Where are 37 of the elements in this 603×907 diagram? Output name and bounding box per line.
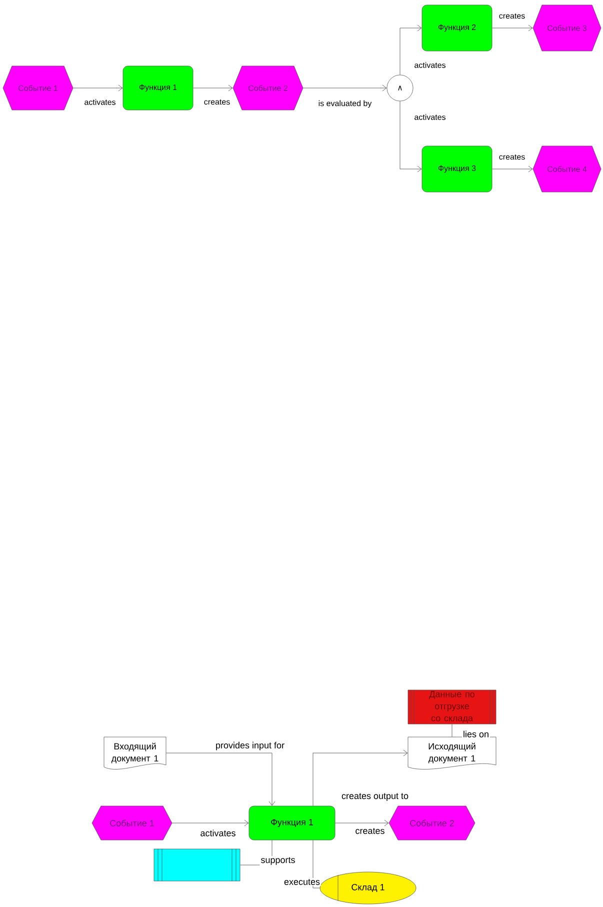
edge-label: is evaluated by bbox=[317, 99, 373, 109]
event-hexagon: Событие 2 bbox=[388, 806, 476, 840]
event-hexagon: Событие 3 bbox=[532, 4, 602, 52]
connector bbox=[303, 84, 387, 92]
connector bbox=[400, 101, 422, 172]
event-hexagon: Событие 4 bbox=[532, 146, 602, 192]
edge-label: activates bbox=[413, 61, 447, 69]
edge-label: activates bbox=[413, 113, 447, 121]
connector bbox=[172, 820, 249, 826]
edge-label: creates bbox=[498, 12, 526, 20]
edge-label: activates bbox=[199, 828, 237, 838]
connector bbox=[73, 84, 123, 92]
event-hexagon: Событие 1 bbox=[92, 806, 172, 840]
connector bbox=[335, 820, 389, 826]
function-box: Функция 2 bbox=[422, 4, 492, 52]
edge-label: creates bbox=[202, 98, 232, 106]
edge-label: creates bbox=[498, 153, 526, 161]
edge-label: supports bbox=[260, 856, 296, 866]
function-box: Функция 1 bbox=[248, 806, 336, 840]
connector bbox=[400, 24, 422, 75]
event-hexagon: Событие 1 bbox=[2, 66, 74, 110]
data-box: Данные по отгрузке со склада bbox=[408, 690, 496, 724]
edge-label: provides input for bbox=[214, 740, 286, 752]
connector bbox=[492, 166, 533, 172]
edge-label: creates output to bbox=[340, 792, 410, 802]
connector bbox=[166, 752, 276, 806]
connector bbox=[492, 24, 533, 32]
edge-label: lies on bbox=[462, 730, 490, 738]
function-box: Функция 1 bbox=[122, 66, 194, 110]
function-box: Функция 3 bbox=[422, 146, 492, 192]
system-box bbox=[154, 848, 240, 882]
connector bbox=[312, 750, 408, 806]
connector bbox=[193, 84, 233, 92]
edge-label: creates bbox=[354, 827, 386, 835]
edge-label: executes bbox=[283, 878, 322, 886]
event-hexagon: Событие 2 bbox=[232, 66, 304, 110]
edge-label: activates bbox=[83, 98, 117, 106]
